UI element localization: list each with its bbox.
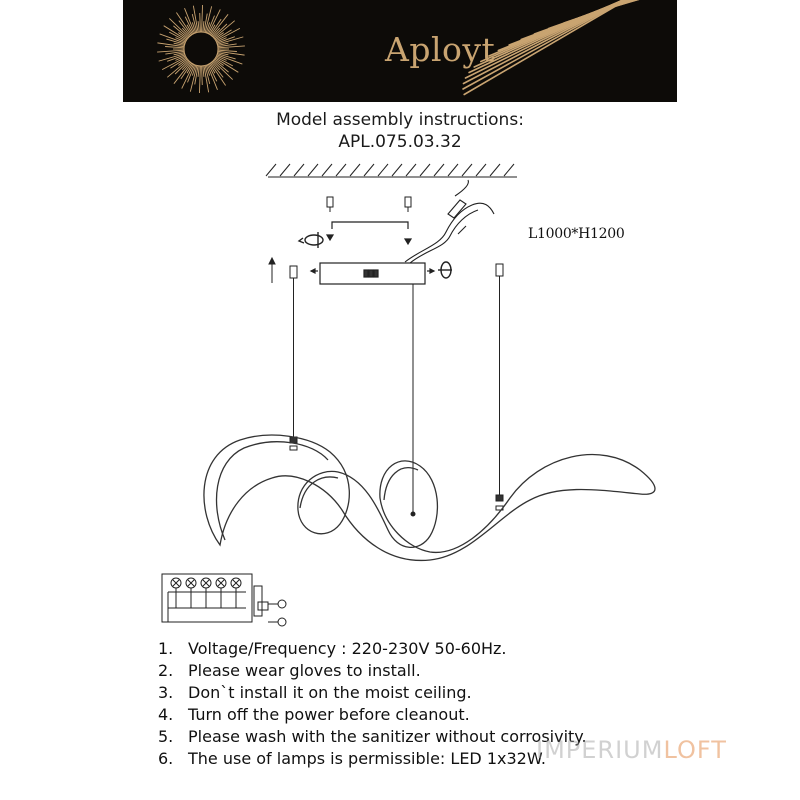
item-text: Please wash with the sanitizer without c…: [188, 727, 587, 746]
canopy: [309, 262, 436, 285]
brand-name: Aployt: [385, 30, 496, 69]
sunburst-logo-icon: [157, 0, 640, 96]
instruction-list: 1.Voltage/Frequency : 220-230V 50-60Hz. …: [158, 638, 587, 770]
power-cord: [404, 179, 495, 264]
item-number: 5.: [158, 727, 174, 746]
item-number: 2.: [158, 661, 174, 680]
list-item: 6. The use of lamps is permissible: LED 1…: [158, 748, 587, 770]
suspension-wire: [268, 256, 504, 517]
watermark-part2: LOFT: [663, 736, 727, 764]
item-text: The use of lamps is permissible: LED 1x3…: [188, 749, 546, 768]
list-item: 1. Voltage/Frequency : 220-230V 50-60Hz.: [158, 638, 587, 660]
model-number: APL.075.03.32: [338, 132, 462, 152]
list-item: 3. Don`t install it on the moist ceiling.: [158, 682, 587, 704]
ceiling-hatch: [265, 163, 517, 178]
screw-icon: [326, 196, 412, 212]
item-number: 3.: [158, 683, 174, 702]
watermark: IMPERIUMLOFT: [536, 736, 727, 764]
item-text: Voltage/Frequency : 220-230V 50-60Hz.: [188, 639, 507, 658]
item-text: Please wear gloves to install.: [188, 661, 421, 680]
mounting-bracket: [325, 221, 413, 246]
wiring-diagram: [161, 573, 287, 627]
brand-banner: Aployt: [123, 0, 677, 102]
rotate-arrow-icon: [297, 232, 452, 279]
page-title: Model assembly instructions:: [276, 110, 524, 130]
item-text: Don`t install it on the moist ceiling.: [188, 683, 472, 702]
item-number: 4.: [158, 705, 174, 724]
item-number: 1.: [158, 639, 174, 658]
item-number: 6.: [158, 749, 174, 768]
dimensions-label: L1000*H1200: [528, 226, 625, 242]
watermark-part1: IMPERIUM: [536, 736, 664, 764]
list-item: 4. Turn off the power before cleanout.: [158, 704, 587, 726]
list-item: 2. Please wear gloves to install.: [158, 660, 587, 682]
list-item: 5. Please wash with the sanitizer without…: [158, 726, 587, 748]
assembly-diagram: [203, 163, 656, 562]
item-text: Turn off the power before cleanout.: [188, 705, 470, 724]
lamp-ribbon: [203, 434, 656, 562]
